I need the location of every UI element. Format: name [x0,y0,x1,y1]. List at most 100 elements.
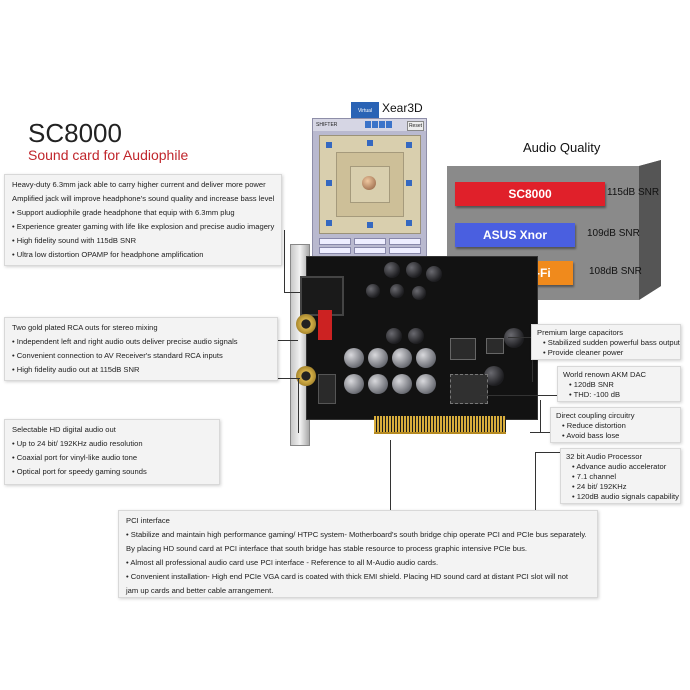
leader-line [480,395,560,396]
processor-feature-box: 32 bit Audio Processor • Advance audio a… [560,448,681,504]
feature-line: • Stabilized sudden powerful bass output [543,338,680,347]
level-slider[interactable] [354,247,386,254]
speaker-icon[interactable] [326,220,332,226]
xear3d-window: SHIFTER Reset [312,118,427,260]
speaker-icon[interactable] [326,142,332,148]
feature-line: • Independent left and right audio outs … [12,337,238,346]
speaker-icon[interactable] [406,180,412,186]
feature-line: Two gold plated RCA outs for stereo mixi… [12,323,158,332]
feature-line: • Advance audio accelerator [572,462,667,471]
audio-processor-chip [450,374,488,404]
capacitor [426,266,442,282]
sound-card-image [288,244,538,461]
aq-snr: 115dB SNR [607,187,660,198]
feature-line: • Almost all professional audio card use… [126,558,439,567]
leader-line [530,432,554,433]
feature-line: Direct coupling circuitry [556,411,635,420]
mode-icon[interactable] [372,121,378,128]
feature-line: 32 bit Audio Processor [566,452,642,461]
feature-line: Heavy-duty 6.3mm jack able to carry high… [12,180,266,189]
feature-line: • Convenient installation- High end PCIe… [126,572,569,581]
feature-line: • 7.1 channel [572,472,617,481]
listener-head-icon [362,176,376,190]
dac-feature-box: World renown AKM DAC • 120dB SNR • THD: … [557,366,681,402]
capacitor [368,374,388,394]
aq-bar: SC8000 [455,182,605,206]
feature-line: jam up cards and better cable arrangemen… [126,586,274,595]
headphone-jack [300,276,344,316]
level-slider[interactable] [389,247,421,254]
xear-reset-button[interactable]: Reset [406,121,424,131]
feature-line: • THD: -100 dB [569,390,621,399]
speaker-room [319,135,421,234]
level-slider[interactable] [319,238,351,245]
capacitor [344,348,364,368]
capacitor [504,328,524,348]
digital-out-feature-box: Selectable HD digital audio out • Up to … [4,419,220,485]
speaker-icon[interactable] [367,222,373,228]
feature-line: • 24 bit/ 192KHz [572,482,627,491]
level-slider[interactable] [354,238,386,245]
level-slider[interactable] [389,238,421,245]
speaker-icon[interactable] [406,142,412,148]
capacitor [408,328,424,344]
level-slider[interactable] [319,247,351,254]
leader-line [284,292,300,293]
feature-line: • Provide cleaner power [543,348,624,357]
feature-line: • Support audiophile grade headphone tha… [12,208,235,217]
capacitor [366,284,380,298]
rca-connector-red [318,310,332,340]
feature-line: • Coaxial port for vinyl-like audio tone [12,453,138,462]
leader-line [284,230,285,292]
xear-sliders [319,236,421,256]
capacitor [390,284,404,298]
speaker-icon[interactable] [406,220,412,226]
leader-line [540,400,541,432]
aq-snr: 109dB SNR [587,228,640,239]
mode-icon[interactable] [386,121,392,128]
headphone-feature-box: Heavy-duty 6.3mm jack able to carry high… [4,174,282,266]
feature-line: Selectable HD digital audio out [12,425,116,434]
aq-snr: 108dB SNR [589,266,642,277]
feature-line: • Convenient connection to AV Receiver's… [12,351,223,360]
capacitors-feature-box: Premium large capacitors • Stabilized su… [531,324,681,360]
feature-line: Amplified jack will improve headphone's … [12,194,275,203]
leader-line [535,452,536,512]
capacitor [406,262,422,278]
rca-feature-box: Two gold plated RCA outs for stereo mixi… [4,317,278,381]
xear-window-title: SHIFTER [316,122,338,128]
capacitor [392,374,412,394]
xear-virtual-tag: Virtual [351,102,379,120]
aq-bar-label: SC8000 [508,187,552,201]
feature-line: • 120dB audio signals capability [572,492,679,501]
capacitor [416,374,436,394]
feature-line: PCI interface [126,516,170,525]
audio-quality-title: Audio Quality [523,140,601,155]
optical-connector [318,374,336,404]
feature-line: World renown AKM DAC [563,370,646,379]
capacitor [416,348,436,368]
pci-feature-box: PCI interface • Stabilize and maintain h… [118,510,598,598]
feature-line: • Experience greater gaming with life li… [12,222,275,231]
speaker-icon[interactable] [367,140,373,146]
feature-line: By placing HD sound card at PCI interfac… [126,544,527,553]
feature-line: • 120dB SNR [569,380,614,389]
mode-icon[interactable] [379,121,385,128]
page-subtitle: Sound card for Audiophile [28,147,189,163]
feature-line: • Up to 24 bit/ 192KHz audio resolution [12,439,143,448]
speaker-icon[interactable] [326,180,332,186]
capacitor [386,328,402,344]
mode-icon[interactable] [365,121,371,128]
leader-line [278,340,298,341]
capacitor [368,348,388,368]
coupling-feature-box: Direct coupling circuitry • Reduce disto… [550,407,681,443]
ic-chip [486,338,504,354]
capacitor [384,262,400,278]
page-title: SC8000 [28,118,122,148]
leader-line [298,378,299,433]
xear3d-label: Xear3D [382,101,423,115]
pci-connector [374,416,506,434]
feature-line: • Avoid bass lose [562,431,620,440]
capacitor [344,374,364,394]
leader-line [390,440,391,510]
